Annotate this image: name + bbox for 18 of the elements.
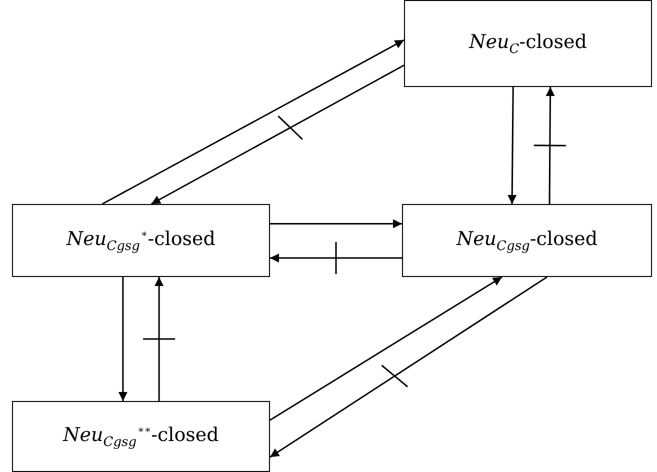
node-label: Neu$_{Cgsg}$$^{∗}$-closed [66, 228, 216, 254]
crossed-arrow [534, 87, 566, 204]
arrow [508, 87, 517, 204]
crossed-arrow [150, 64, 404, 205]
crossed-arrow [270, 242, 402, 274]
crossed-arrow [143, 277, 176, 401]
state-box [12, 401, 270, 472]
node-label: Neu$_{Cgsg}$$^{∗∗}$-closed [63, 424, 219, 450]
arrow [102, 39, 404, 205]
state-box [12, 204, 270, 277]
arrow [270, 276, 502, 421]
state-box [402, 204, 652, 277]
arrow [270, 219, 402, 228]
node-label: Neu$_{Cgsg}$-closed [456, 228, 598, 254]
node-label: Neu$_{C}$-closed [469, 30, 587, 56]
arrow [118, 277, 128, 401]
state-box [404, 0, 652, 87]
crossed-arrow [270, 276, 548, 458]
